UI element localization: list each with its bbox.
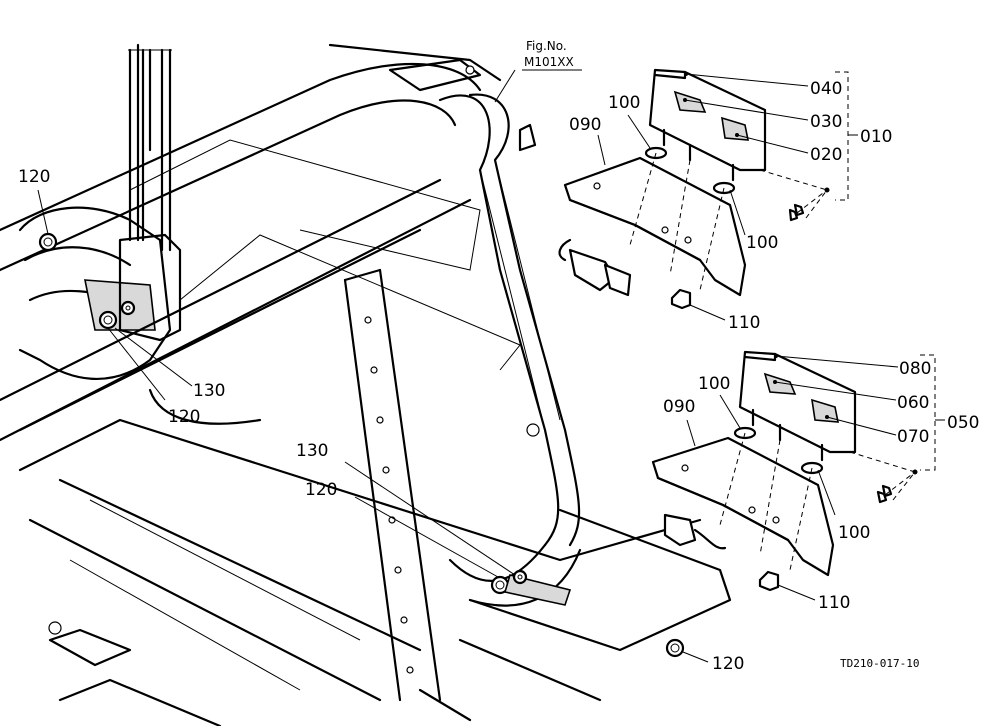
callout-130-b: 130 <box>296 441 328 461</box>
callout-090-a: 090 <box>569 115 601 135</box>
screws-upper <box>788 187 830 222</box>
nut-120-left-lower <box>98 310 118 330</box>
screws-lower <box>876 469 918 504</box>
callout-090-b: 090 <box>663 397 695 417</box>
callout-120-b: 120 <box>168 407 200 427</box>
nut-120-left-upper <box>38 232 58 252</box>
callout-100-b: 100 <box>746 233 778 253</box>
nut-110-upper <box>670 288 692 310</box>
callouts: 040 030 010 020 100 090 100 110 080 060 … <box>18 79 979 674</box>
callout-100-d: 100 <box>838 523 870 543</box>
callout-100-c: 100 <box>698 374 730 394</box>
callout-120-a: 120 <box>18 167 50 187</box>
mount-bracket-090-upper <box>563 156 747 297</box>
lamp-housing-040-upper <box>648 68 767 172</box>
dash-leaders-lower <box>719 432 916 571</box>
washer-130-left <box>120 300 136 316</box>
figure-reference: Fig.No. M101XX <box>522 39 582 71</box>
fig-no-number: M101XX <box>524 55 574 69</box>
lamp-housing-080-lower <box>738 350 857 454</box>
callout-120-c: 120 <box>305 480 337 500</box>
post-holes <box>364 316 414 674</box>
callout-060: 060 <box>897 393 929 413</box>
fig-no-label: Fig.No. <box>526 39 567 53</box>
callout-130-a: 130 <box>193 381 225 401</box>
connector-upper <box>558 238 632 297</box>
callout-030: 030 <box>810 112 842 132</box>
callout-050: 050 <box>947 413 979 433</box>
callout-010: 010 <box>860 127 892 147</box>
leader-lines <box>37 69 899 663</box>
callout-110-a: 110 <box>728 313 760 333</box>
callout-110-b: 110 <box>818 593 850 613</box>
callout-040: 040 <box>810 79 842 99</box>
callout-120-d: 120 <box>712 654 744 674</box>
group-bracket-050 <box>920 354 945 471</box>
group-bracket-010 <box>835 71 858 201</box>
callout-070: 070 <box>897 427 929 447</box>
callout-020: 020 <box>810 145 842 165</box>
mount-bracket-090-lower <box>651 436 835 577</box>
nut-120-bottom <box>665 638 685 658</box>
washer-130-center <box>512 569 528 585</box>
connector-lower <box>663 513 727 550</box>
nut-110-lower <box>758 570 780 592</box>
vehicle-frame <box>0 43 732 726</box>
dash-leaders-upper <box>629 152 828 291</box>
drawing-code: TD210-017-10 <box>840 657 919 670</box>
callout-080: 080 <box>899 359 931 379</box>
callout-100-a: 100 <box>608 93 640 113</box>
washer-100-upper <box>644 128 736 195</box>
